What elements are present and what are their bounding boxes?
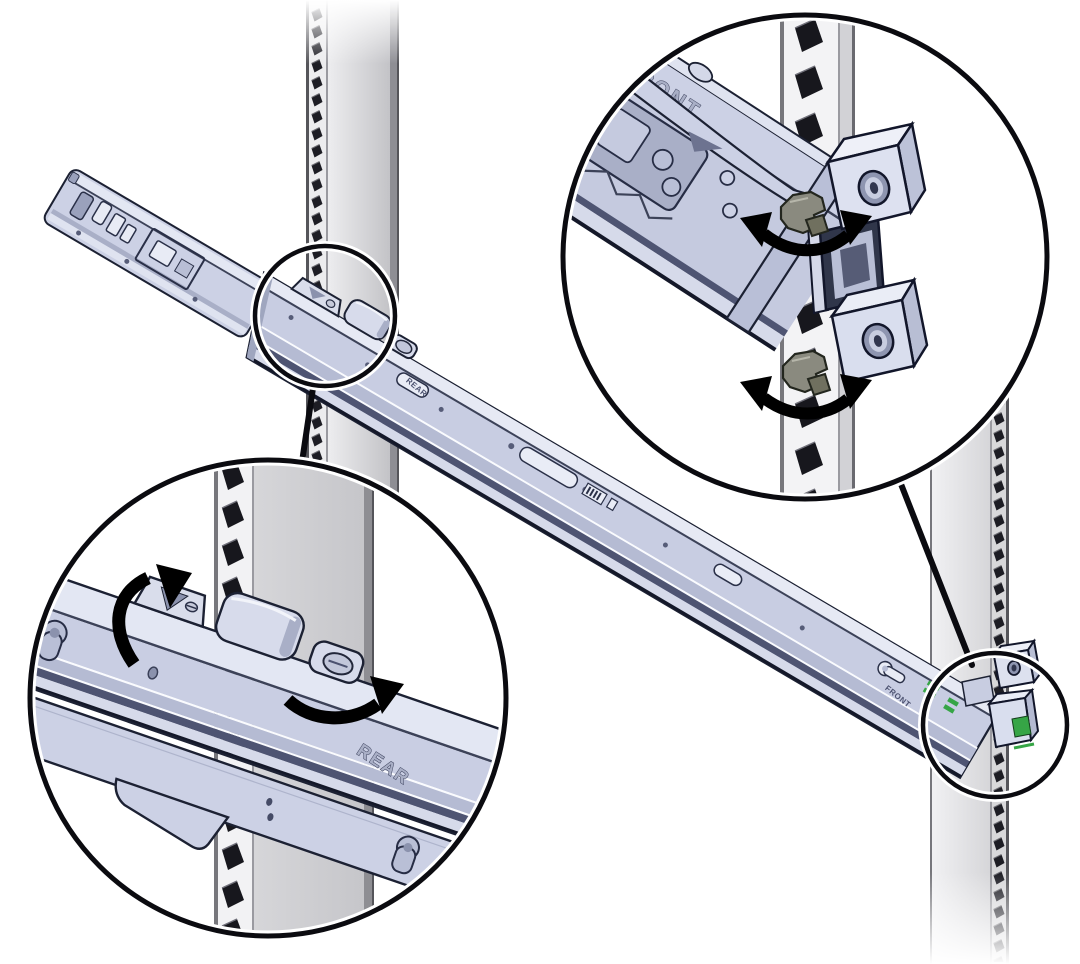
rear-detail-callout: REAR (24, 454, 512, 942)
slide-rail-web-details: FRONT (288, 315, 959, 714)
rear-detail-ring (27, 457, 509, 939)
front-source-ring (918, 648, 1072, 802)
front-upper-rotation-arrow (740, 210, 872, 257)
rear-rail-hook-tab (114, 777, 230, 850)
front-lower-rotation-arrow (740, 374, 872, 420)
front-leader-line (896, 476, 975, 668)
rear-rotation-arrow-right (283, 676, 404, 725)
rear-source-ring (250, 241, 400, 391)
slide-rail-bands (222, 272, 1002, 778)
rear-magnified-rail: REAR (32, 565, 504, 907)
rear-leader-line (299, 385, 316, 465)
front-detail-ring (560, 12, 1050, 502)
rear-rotation-arrow-up (112, 564, 192, 668)
green-release-tab (1011, 715, 1032, 738)
front-upper-thumbscrew (779, 190, 830, 238)
front-upper-cage-nut (825, 120, 927, 231)
front-lower-cage-nut (829, 276, 929, 384)
green-indicator-line (1013, 742, 1035, 750)
slide-rail-inner-section (43, 169, 273, 338)
slide-rail: FRONT REAR (43, 169, 1004, 780)
front-square-tube (806, 216, 886, 315)
